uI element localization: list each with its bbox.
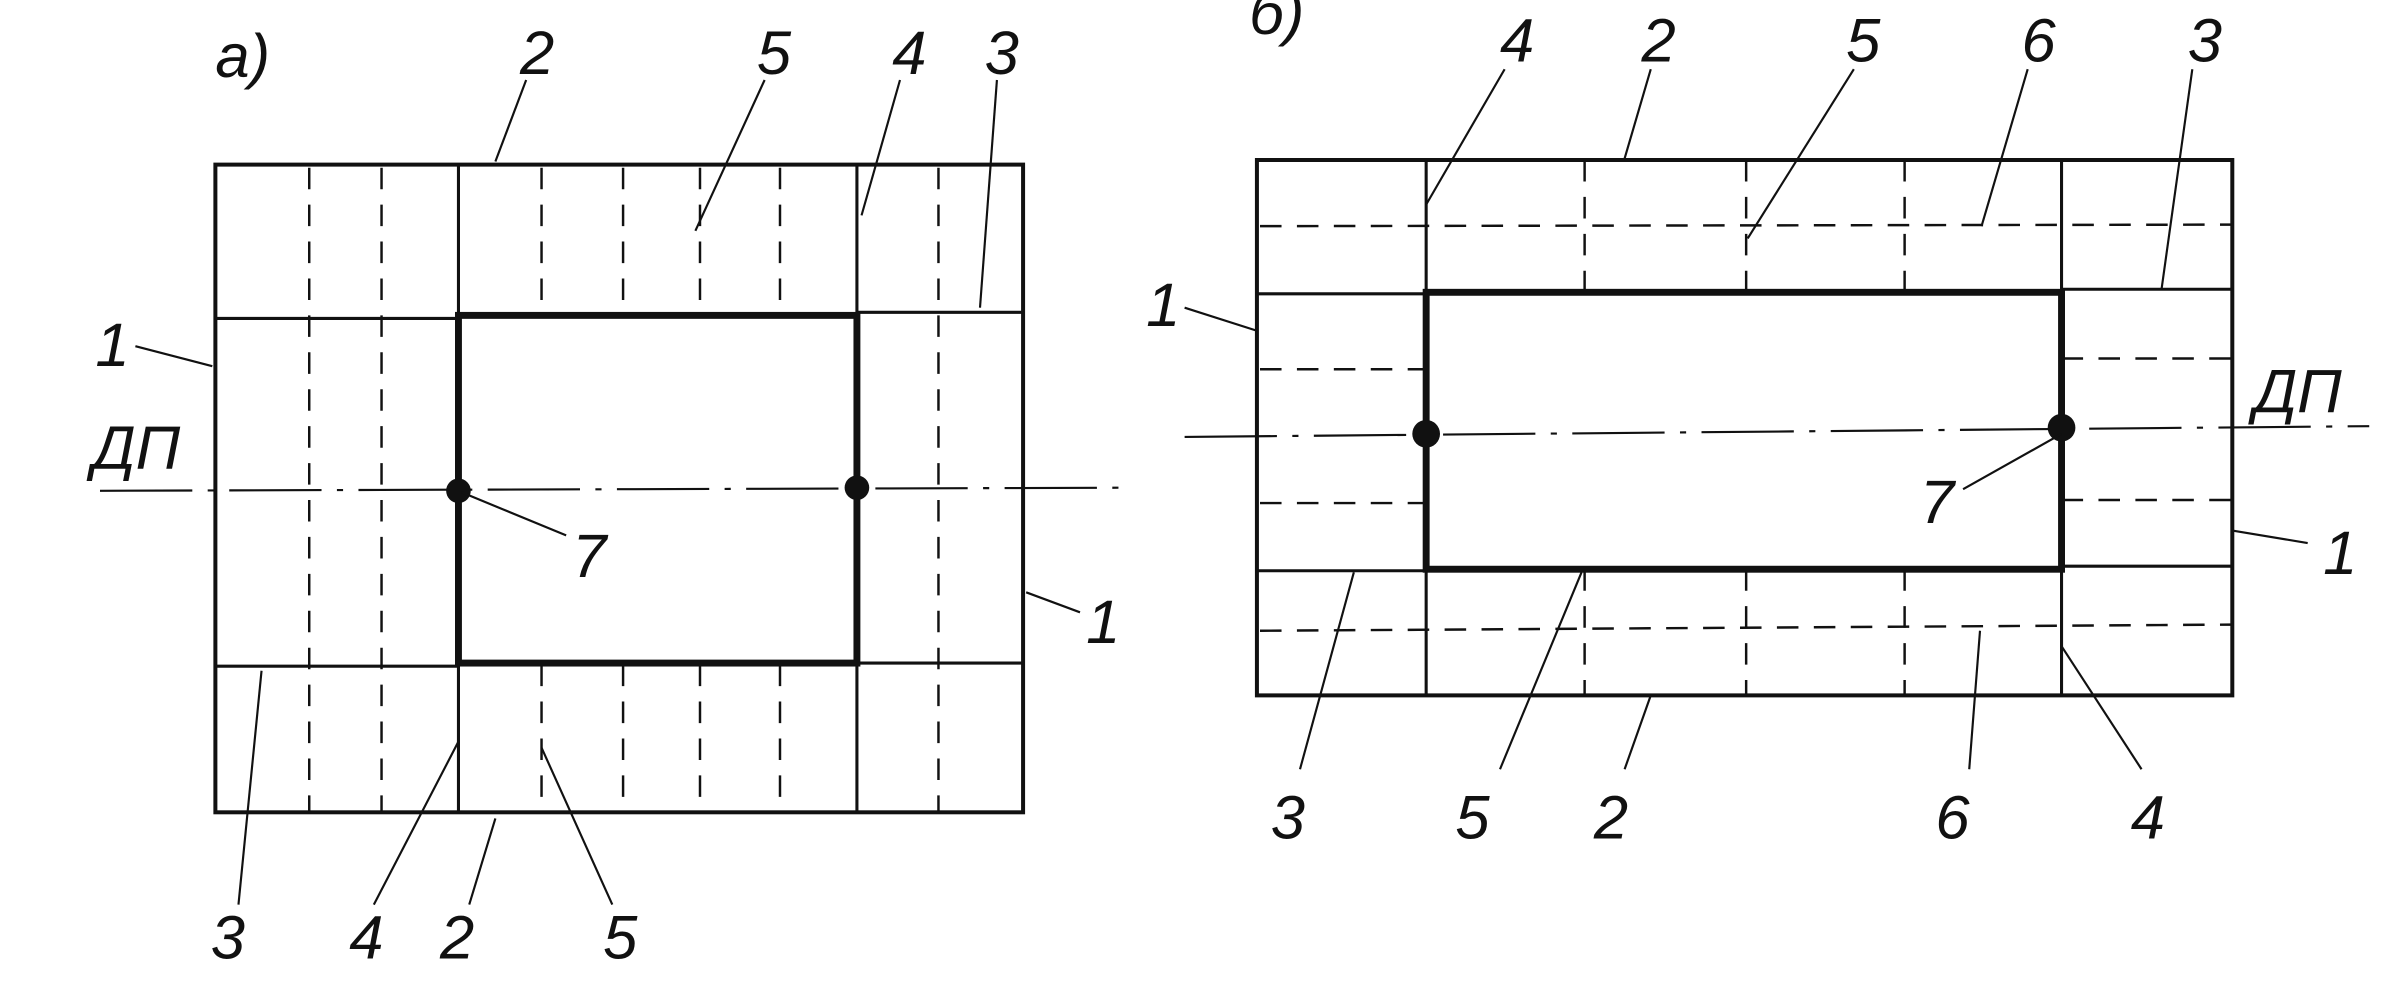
figure-b: б) ДП xyxy=(1146,0,2370,852)
figure-a-callout-5-bottom: 5 xyxy=(603,903,638,972)
figure-b-callout-2-top: 2 xyxy=(1641,7,1676,76)
figure-a-label: а) xyxy=(215,22,270,91)
figure-b-outer-frame xyxy=(1254,158,2235,698)
figure-a-callout-4-bottom: 4 xyxy=(349,903,383,972)
figure-a-callout-1-right: 1 xyxy=(1086,588,1120,657)
figure-b-callout-2-bottom: 2 xyxy=(1593,783,1628,852)
figure-a-callout-3-top: 3 xyxy=(985,19,1019,88)
figure-b-axis-label: ДП xyxy=(2248,357,2342,426)
figure-a-pivot-right xyxy=(844,475,870,500)
figure-a-callout-3-bottom: 3 xyxy=(211,903,245,972)
figure-a-centerline xyxy=(99,486,1131,492)
figure-b-callout-3-bottom: 3 xyxy=(1271,783,1305,852)
figure-b-panel-joints xyxy=(1256,160,2233,696)
figure-b-callout-3-top: 3 xyxy=(2188,7,2222,76)
figure-b-callout-7: 7 xyxy=(1920,468,1957,537)
figure-a-callout-1-left: 1 xyxy=(95,311,129,380)
figure-b-pivot-right xyxy=(2047,413,2076,442)
figure-a-callout-2-top: 2 xyxy=(519,19,554,88)
figure-a-callout-2-bottom: 2 xyxy=(439,903,474,972)
figure-b-pivot-left xyxy=(1412,420,1440,448)
figure-b-callout-5-top: 5 xyxy=(1846,7,1881,76)
figure-b-callout-1-right: 1 xyxy=(2323,519,2357,588)
figure-b-callout-1-left: 1 xyxy=(1146,271,1180,340)
figure-a-leaders xyxy=(135,79,1081,906)
figure-b-callout-4-bottom: 4 xyxy=(2131,783,2165,852)
figure-a-callout-4-top: 4 xyxy=(892,19,926,88)
figure-a-callout-5-top: 5 xyxy=(757,19,792,88)
figure-b-callout-5-bottom: 5 xyxy=(1455,783,1490,852)
figure-b-callout-6-top: 6 xyxy=(2022,7,2057,76)
figure-b-centerline xyxy=(1184,425,2370,438)
figure-b-callout-4-top: 4 xyxy=(1500,7,1534,76)
figure-a-pivot-left xyxy=(446,478,471,504)
figure-b-dashed-seams xyxy=(1259,160,2231,696)
figure-a-axis-label: ДП xyxy=(86,414,180,483)
figure-b-leaders xyxy=(1184,68,2308,770)
figure-a-callout-7: 7 xyxy=(572,522,609,591)
figure-b-label: б) xyxy=(1249,0,1304,48)
figure-b-callout-6-bottom: 6 xyxy=(1935,783,1970,852)
figure-a: а) ДП xyxy=(86,19,1131,972)
figure-a-dashed-seams xyxy=(308,167,940,811)
